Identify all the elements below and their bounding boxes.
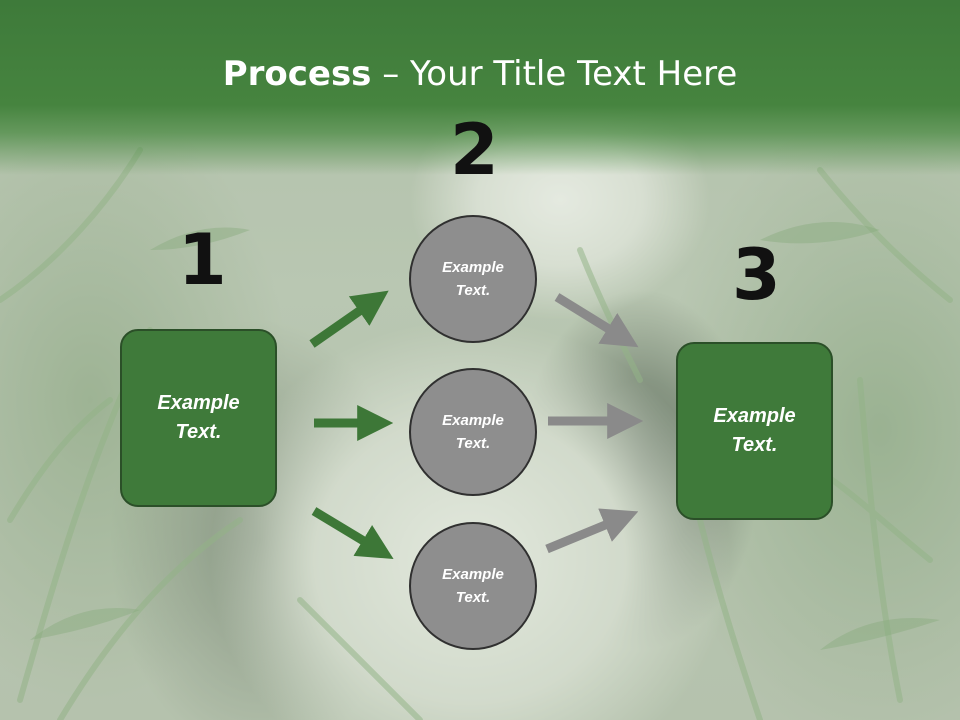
arrow-to-circle-bottom [311, 507, 394, 560]
arrow-from-circle-top [554, 293, 639, 348]
step-2-circle-middle[interactable]: Example Text. [409, 368, 537, 496]
step-1-text-line2: Text. [175, 421, 222, 443]
circle-bottom-text-line2: Text. [455, 589, 491, 606]
step-1-text-line1: Example [157, 392, 240, 414]
step-3-text-line2: Text. [731, 434, 778, 456]
circle-top-text-line2: Text. [455, 282, 491, 299]
title-rest: – Your Title Text Here [371, 54, 738, 94]
slide-title: Process – Your Title Text Here [0, 52, 960, 96]
title-bold: Process [222, 54, 372, 94]
arrow-from-circle-bottom [545, 508, 639, 554]
title-bar [0, 0, 960, 175]
step-number-3: 3 [732, 234, 781, 316]
step-1-box[interactable]: Example Text. [120, 329, 277, 507]
arrow-to-circle-top [309, 290, 389, 348]
step-number-1: 1 [178, 219, 227, 301]
circle-bottom-text-line1: Example [442, 566, 504, 583]
circle-top-text-line1: Example [442, 259, 504, 276]
circle-middle-text-line2: Text. [455, 435, 491, 452]
step-number-2: 2 [450, 109, 499, 191]
circle-middle-text-line1: Example [442, 412, 504, 429]
step-2-circle-bottom[interactable]: Example Text. [409, 522, 537, 650]
step-2-circle-top[interactable]: Example Text. [409, 215, 537, 343]
step-3-text-line1: Example [713, 405, 796, 427]
step-3-box[interactable]: Example Text. [676, 342, 833, 520]
